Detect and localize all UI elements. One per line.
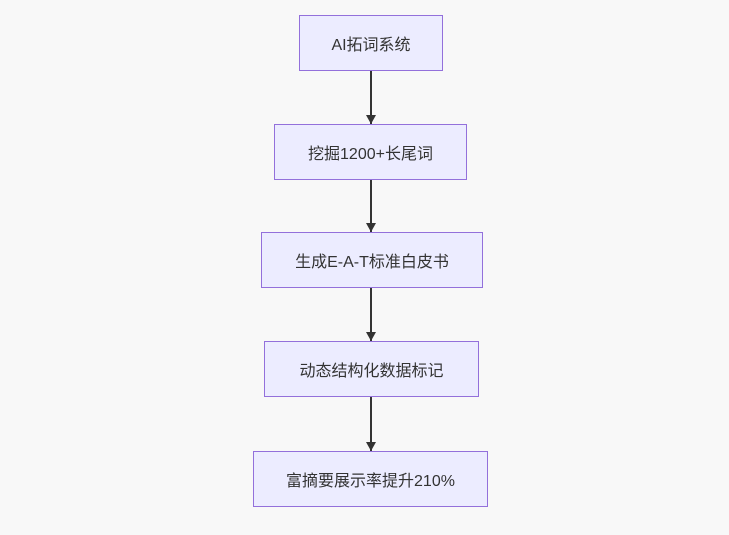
flow-node-label: 生成E-A-T标准白皮书 xyxy=(295,254,449,271)
flow-node-mine-longtail-keywords: 挖掘1200+长尾词 xyxy=(274,124,467,180)
flow-arrow-2 xyxy=(366,180,376,232)
flow-node-label: 动态结构化数据标记 xyxy=(299,363,444,380)
flow-node-label: AI拓词系统 xyxy=(331,37,411,54)
flow-node-label: 挖掘1200+长尾词 xyxy=(308,146,433,163)
flow-node-dynamic-structured-data-markup: 动态结构化数据标记 xyxy=(264,341,479,397)
flow-node-ai-word-expansion-system: AI拓词系统 xyxy=(299,15,443,71)
flow-arrow-3 xyxy=(366,288,376,341)
arrow-down-icon xyxy=(366,442,376,451)
flow-arrow-4 xyxy=(366,397,376,451)
flow-node-rich-snippet-rate-increase: 富摘要展示率提升210% xyxy=(253,451,488,507)
arrow-down-icon xyxy=(366,115,376,124)
flow-arrow-1 xyxy=(366,71,376,124)
arrow-down-icon xyxy=(366,223,376,232)
flow-node-generate-eat-whitepaper: 生成E-A-T标准白皮书 xyxy=(261,232,483,288)
flow-node-label: 富摘要展示率提升210% xyxy=(286,473,455,490)
arrow-down-icon xyxy=(366,332,376,341)
